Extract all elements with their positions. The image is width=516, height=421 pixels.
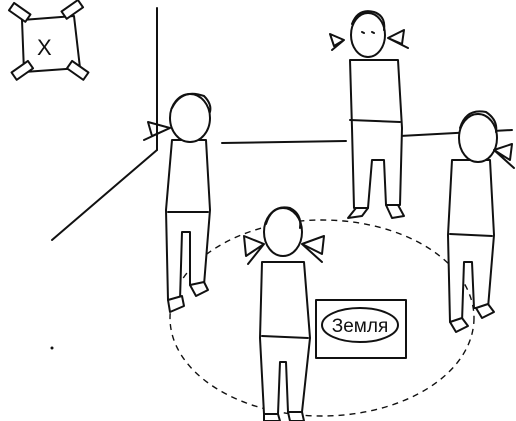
bow-left	[330, 34, 344, 50]
girl-left	[144, 94, 210, 312]
girl-far-center	[330, 11, 408, 218]
floor-left-line	[52, 150, 157, 240]
tape-top-left	[9, 3, 31, 22]
shoe-left	[348, 208, 368, 218]
bow-right	[388, 30, 408, 48]
body	[350, 60, 402, 208]
girl-right	[448, 111, 514, 332]
shoe-left	[168, 296, 184, 312]
head	[351, 13, 385, 57]
poster-mark: X	[37, 35, 52, 60]
eye-right	[372, 32, 374, 33]
tape-bottom-left	[12, 61, 34, 80]
shoe-right	[190, 282, 208, 296]
tape-bottom-right	[67, 61, 89, 80]
eye-left	[362, 32, 364, 33]
shoe-right	[476, 304, 494, 318]
taped-poster: X	[9, 0, 89, 80]
tape-top-right	[62, 0, 84, 19]
head	[459, 114, 497, 162]
bow	[494, 144, 514, 168]
shoe-left	[450, 318, 468, 332]
shoe-right	[288, 412, 304, 421]
dot-mark	[51, 347, 54, 350]
sign-label: Земля	[332, 316, 388, 337]
body	[166, 140, 210, 300]
floor-back-line	[222, 141, 346, 143]
shoe-right	[386, 205, 404, 218]
bow-right	[302, 236, 324, 262]
girl-back-center	[244, 207, 324, 421]
bow-left	[244, 236, 264, 264]
earth-sign: Земля	[316, 300, 406, 358]
shoe-left	[264, 414, 280, 421]
